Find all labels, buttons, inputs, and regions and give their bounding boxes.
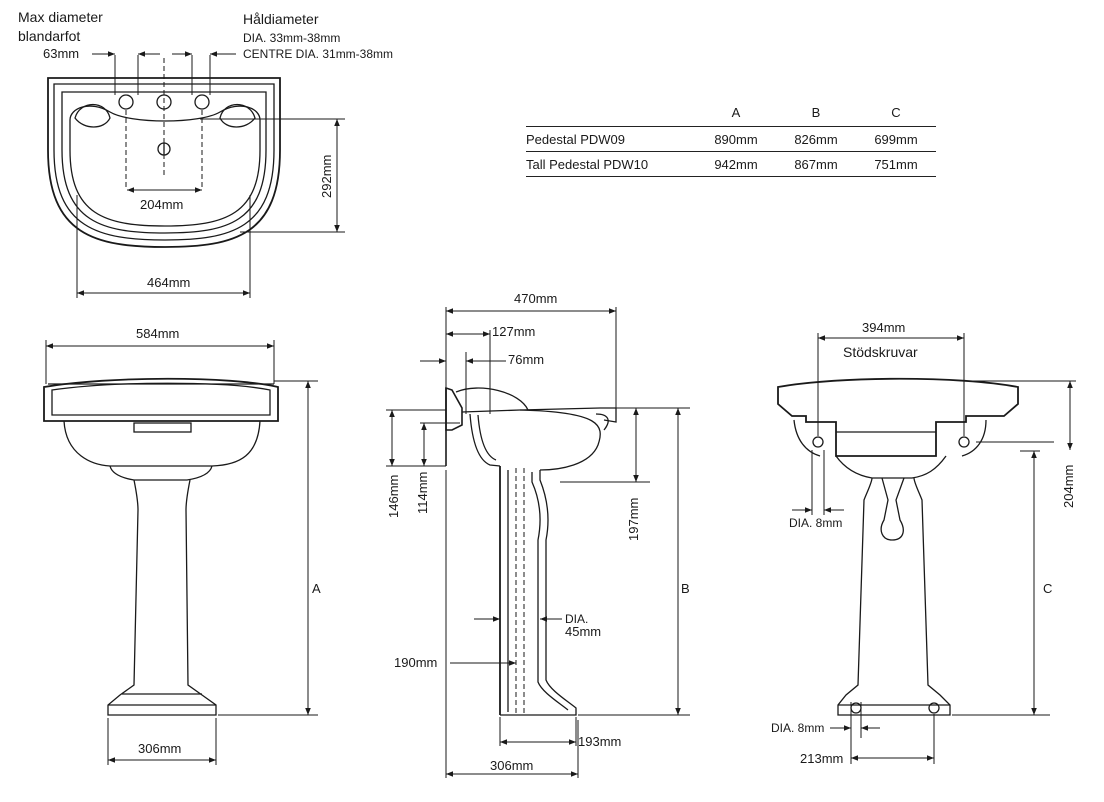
dim-204mm-top: 204mm [140,197,184,212]
dimension-table: A B C Pedestal PDW09 890mm 826mm 699mm T… [526,104,936,177]
dim-a: A [312,581,321,596]
hole-diameter-label: Håldiameter [243,11,319,27]
bracket-screws-label: Stödskruvar [843,344,918,360]
dim-76mm: 76mm [508,352,545,367]
dim-204mm-back: 204mm [1061,464,1076,508]
overflow-left-shape [74,103,111,128]
bracket-hole-left [812,436,824,448]
mixer-base-label-line1: Max diameter [18,9,103,25]
overflow-right-shape [219,103,256,128]
dim-292mm: 292mm [319,154,334,198]
dim-c: C [1043,581,1053,596]
side-view-section [386,307,690,778]
hole-centre-range: CENTRE DIA. 31mm-38mm [243,47,394,61]
table-header-row: A B C [526,104,936,127]
table-cell-model: Pedestal PDW09 [526,126,696,152]
table-header-c: C [856,104,936,127]
table-cell-model: Tall Pedestal PDW10 [526,151,696,177]
dia-8mm-bottom: DIA. 8mm [771,721,825,735]
table-row: Tall Pedestal PDW10 942mm 867mm 751mm [526,151,936,177]
dia-8mm-top: DIA. 8mm [789,516,843,530]
table-header-blank [526,104,696,127]
table-row: Pedestal PDW09 890mm 826mm 699mm [526,126,936,152]
table-cell-a: 890mm [696,126,776,152]
tap-hole-left [118,94,134,110]
dim-b: B [681,581,690,596]
table-cell-b: 826mm [776,126,856,152]
front-view-pedestal [43,340,318,765]
table-cell-b: 867mm [776,151,856,177]
dim-197mm: 197mm [626,497,641,541]
dim-63mm: 63mm [43,46,80,61]
floor-hole-right [928,702,940,714]
dim-464mm: 464mm [147,275,191,290]
dim-146mm: 146mm [386,474,401,518]
tap-hole-right [194,94,210,110]
table-cell-c: 699mm [856,126,936,152]
dim-190mm: 190mm [394,655,438,670]
pipe-dia-label: DIA. [565,612,589,626]
dim-306mm-front: 306mm [138,741,182,756]
table-header-b: B [776,104,856,127]
dim-127mm: 127mm [492,324,536,339]
dim-306mm-side: 306mm [490,758,534,773]
table-cell-c: 751mm [856,151,936,177]
dim-213mm: 213mm [800,751,844,766]
table-header-a: A [696,104,776,127]
dim-470mm: 470mm [514,291,558,306]
dim-193mm: 193mm [578,734,622,749]
dim-584mm: 584mm [136,326,180,341]
dim-114mm: 114mm [415,471,430,514]
hole-dia-range: DIA. 33mm-38mm [243,31,341,45]
bracket-hole-right [958,436,970,448]
mixer-base-label-line2: blandarfot [18,28,81,44]
dim-394mm: 394mm [862,320,906,335]
back-view-pedestal [777,333,1076,764]
pipe-dia-45mm: 45mm [565,624,602,639]
top-view-basin [47,51,345,298]
table-cell-a: 942mm [696,151,776,177]
